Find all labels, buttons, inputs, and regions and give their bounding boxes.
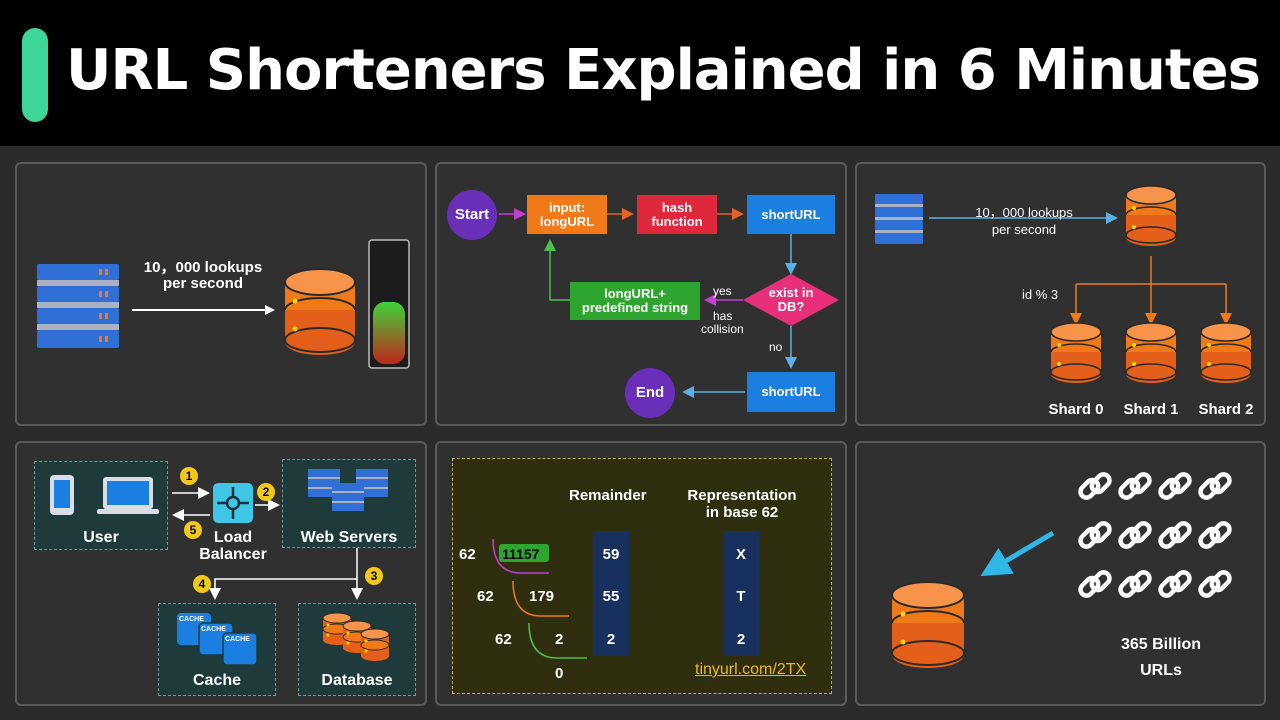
large-database-icon [891, 581, 965, 668]
panel-scale: 365 Billion URLs [855, 441, 1266, 706]
database-label: Database [321, 672, 393, 689]
cache-tag-2: CACHE [201, 626, 226, 633]
load-label: Load [213, 529, 253, 546]
panel-base62: Remainder Representation in base 62 62 6… [435, 441, 847, 706]
per-second-label: per second [162, 275, 244, 292]
shorturl-result-node: shortURL [747, 372, 835, 412]
cache-label: Cache [192, 672, 242, 689]
panel-sharding: 10，000 lookups per second id % 3 Shard 0… [855, 162, 1266, 426]
urls-label: URLs [1140, 662, 1182, 679]
load-balancer-icon [213, 483, 253, 523]
dividend-11157: 11157 [502, 546, 540, 562]
divisor-3: 62 [495, 631, 512, 648]
remainder-2: 55 [602, 588, 620, 605]
cache-tag-3: CACHE [225, 636, 250, 643]
inflow-arrow [980, 530, 1055, 577]
has-label: has [713, 309, 733, 323]
sharding-diagram [875, 185, 1252, 384]
divisor-2: 62 [477, 588, 494, 605]
dividend-179: 179 [529, 588, 555, 605]
base62-header: in base 62 [705, 504, 779, 521]
short-url-link[interactable]: tinyurl.com/2TX [695, 661, 807, 678]
panel-lookup-load: 10，000 lookups per second [15, 162, 427, 426]
url-count-label: 365 Billion [1120, 636, 1202, 653]
page-title: URL Shorteners Explained in 6 Minutes [66, 38, 1261, 103]
cache-icon [177, 613, 258, 666]
lookups-label: 10，000 lookups [143, 259, 263, 276]
conversion-area [452, 458, 832, 694]
repr-2: T [736, 588, 746, 605]
predefined-string-node: longURL+predefined string [570, 282, 700, 320]
no-label: no [769, 340, 783, 354]
cache-tag-1: CACHE [179, 616, 204, 623]
end-node: End [625, 368, 675, 418]
representation-column [723, 531, 759, 656]
modulo-label: id % 3 [1022, 287, 1059, 302]
shard-1-label: Shard 1 [1123, 401, 1179, 418]
final-quotient: 0 [555, 665, 564, 682]
remainder-column [593, 531, 629, 656]
links-grid [891, 443, 1266, 668]
load-meter [368, 239, 410, 369]
step-2-badge: 2 [257, 483, 275, 501]
database-cluster-icon [322, 612, 390, 662]
shard-0-label: Shard 0 [1048, 401, 1104, 418]
repr-1: X [735, 546, 747, 563]
representation-header: Representation [687, 487, 797, 504]
web-server-icons [308, 469, 388, 511]
shorturl-node: shortURL [747, 195, 835, 234]
title-banner: URL Shorteners Explained in 6 Minutes [0, 0, 1280, 146]
panel-architecture: CACHE CACHE CACHE 1 2 3 4 5 User Load Ba… [15, 441, 427, 706]
collision-label: collision [701, 322, 744, 336]
server-rack-icon [37, 239, 410, 369]
remainder-1: 59 [602, 546, 620, 563]
decision-diamond [743, 274, 839, 326]
database-icon [284, 268, 356, 355]
balancer-label: Balancer [199, 546, 267, 563]
start-node: Start [447, 190, 497, 240]
database-group [298, 603, 416, 696]
step-5-badge: 5 [184, 521, 202, 539]
division-lines [492, 538, 587, 659]
flowchart-connectors [499, 208, 839, 398]
input-node: input:longURL [527, 195, 607, 234]
user-label: User [83, 529, 119, 546]
architecture-diagram [50, 469, 390, 666]
shard-per-second-label: per second [991, 222, 1057, 237]
step-3-badge: 3 [365, 567, 383, 585]
repr-3: 2 [736, 631, 746, 648]
accent-bar [22, 28, 48, 122]
step-1-badge: 1 [180, 467, 198, 485]
web-servers-label: Web Servers [300, 529, 398, 546]
yes-label: yes [713, 284, 732, 298]
shard-2-label: Shard 2 [1198, 401, 1254, 418]
step-4-badge: 4 [193, 575, 211, 593]
shard-lookups-label: 10，000 lookups [975, 205, 1073, 220]
small-server-icon [875, 194, 923, 244]
dividend-2: 2 [555, 631, 564, 648]
highlight-11157 [499, 544, 549, 562]
divisor-1: 62 [459, 546, 476, 563]
remainder-3: 2 [606, 631, 616, 648]
remainder-header: Remainder [569, 487, 647, 504]
